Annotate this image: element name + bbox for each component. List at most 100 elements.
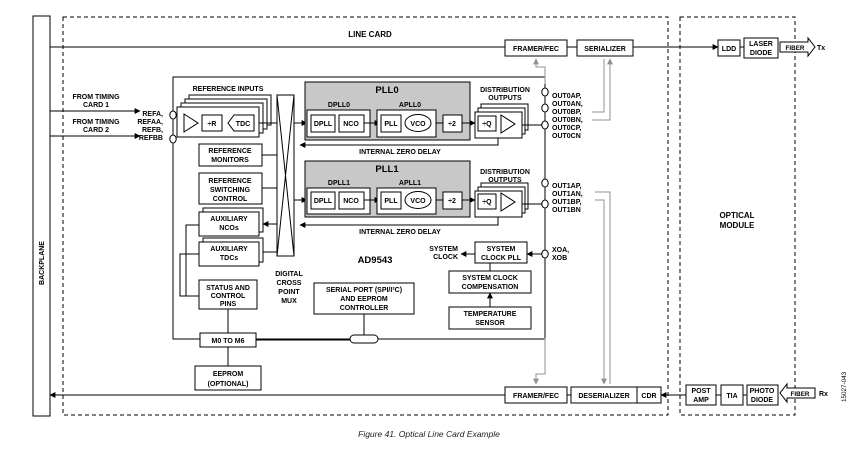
auxiliary-ncos-label-2: NCOs — [219, 225, 239, 232]
xob-label: XOB — [552, 255, 567, 262]
dpll1-dpll-label: DPLL — [314, 198, 333, 205]
status-pins-label-2: CONTROL — [211, 293, 246, 300]
apll1-pll-label: PLL — [384, 198, 398, 205]
timing-card-1-line2: CARD 1 — [83, 102, 109, 109]
post-amp-label-2: AMP — [693, 397, 709, 404]
laser-diode-label-2: DIODE — [750, 50, 773, 57]
auxiliary-tdcs-label-1: AUXILIARY — [210, 246, 248, 253]
out1ap-label: OUT1AP, — [552, 183, 581, 190]
serial-port-label-2: AND EEPROM — [340, 296, 388, 303]
framer-fec-tx-box — [504, 39, 568, 57]
dist0-label-2: OUTPUTS — [488, 95, 522, 102]
zero-delay-1-line — [299, 217, 499, 228]
ref-divider-box — [201, 114, 223, 132]
sysclk-comp-label-1: SYSTEM CLOCK — [462, 275, 518, 282]
rx-label: Rx — [819, 391, 828, 398]
backplane-label: BACKPLANE — [39, 241, 46, 285]
fiber-tx-label: FIBER — [786, 45, 805, 52]
chip-name: AD9543 — [358, 255, 393, 266]
tx-label: Tx — [817, 45, 825, 52]
pin-marker — [169, 110, 177, 120]
dist1-label-1: DISTRIBUTION — [480, 169, 530, 176]
deserializer-label: DESERIALIZER — [578, 393, 629, 400]
system-clock-label-1: SYSTEM — [429, 246, 458, 253]
pin-marker — [541, 120, 549, 130]
ldd-box — [717, 39, 741, 57]
nco1-label: NCO — [343, 198, 359, 205]
divq0-label: ÷Q — [482, 121, 492, 128]
out0cn-label: OUT0CN — [552, 133, 581, 140]
divq1-label: ÷Q — [482, 199, 492, 206]
serializer-label: SERIALIZER — [584, 46, 626, 53]
tdc-box — [227, 114, 255, 132]
serial-port-pin — [349, 334, 379, 344]
clock-to-framer-tx-line — [533, 58, 546, 84]
out0cp-label: OUT0CP, — [552, 125, 581, 132]
m-pins-label: M0 TO M6 — [212, 338, 245, 345]
eeprom-label-1: EEPROM — [213, 371, 244, 378]
ref-pin-refbb: REFBB — [139, 135, 163, 142]
ref-buffer-triangle — [183, 113, 199, 133]
backplane-bar — [32, 15, 51, 417]
out1bp-label: OUT1BP, — [552, 199, 581, 206]
apll1-pll-box — [380, 191, 402, 210]
divq1-box — [477, 193, 497, 210]
zero-delay-0-line — [299, 138, 499, 148]
system-clock-pll-label-1: SYSTEM — [487, 246, 516, 253]
eeprom-label-2: (OPTIONAL) — [208, 381, 249, 388]
crosspoint-label-3: POINT — [278, 289, 300, 296]
xoa-label: XOA, — [552, 247, 569, 254]
vco0-label: VCO — [410, 121, 426, 128]
optical-module-frame — [679, 16, 796, 416]
optical-module-label-1: OPTICAL — [719, 211, 754, 220]
clock-to-deserializer-line — [595, 199, 607, 385]
dpll0-dpll-label: DPLL — [314, 121, 333, 128]
pin-marker — [541, 199, 549, 209]
post-amp-label-1: POST — [691, 388, 711, 395]
vco1-ellipse — [404, 191, 432, 209]
line-card-frame — [62, 16, 669, 416]
dpll0-label: DPLL0 — [328, 102, 350, 109]
clock-to-serializer-line — [592, 58, 613, 121]
figure-code: 15027-043 — [841, 371, 848, 402]
tdc-label: TDC — [236, 121, 250, 128]
system-clock-label-2: CLOCK — [433, 254, 458, 261]
auxiliary-tdcs-box — [198, 241, 260, 267]
temp-sensor-label-1: TEMPERATURE — [464, 311, 517, 318]
apll1-label: APLL1 — [399, 180, 421, 187]
out0an-label: OUT0AN, — [552, 101, 583, 108]
out0bp-label: OUT0BP, — [552, 109, 581, 116]
out0bn-label: OUT0BN, — [552, 117, 583, 124]
ref-pin-refb: REFB, — [142, 127, 163, 134]
auxiliary-tdcs-label-2: TDCs — [220, 255, 238, 262]
zero-delay-0-label: INTERNAL ZERO DELAY — [359, 149, 441, 156]
status-pins-label-1: STATUS AND — [206, 285, 250, 292]
pll1-title: PLL1 — [375, 164, 399, 175]
serial-port-box — [313, 282, 415, 315]
timing-card-2-line2: CARD 2 — [83, 127, 109, 134]
reference-switching-label-2: SWITCHING — [210, 187, 251, 194]
sysclk-comp-label-2: COMPENSATION — [462, 284, 519, 291]
photo-diode-label-2: DIODE — [751, 397, 774, 404]
pin-marker — [541, 87, 549, 97]
ref-pin-refaa: REFAA, — [137, 119, 163, 126]
ref-divider-label: ÷R — [208, 121, 217, 128]
timing-card-1-line1: FROM TIMING — [72, 94, 120, 101]
status-control-pins-box — [198, 279, 258, 310]
clock-to-framer-rx-line — [533, 338, 546, 385]
serializer-box — [576, 39, 634, 57]
div2-0-label: ÷2 — [448, 121, 456, 128]
framer-fec-rx-label: FRAMER/FEC — [513, 393, 559, 400]
status-pins-label-3: PINS — [220, 301, 237, 308]
auxiliary-ncos-label-1: AUXILIARY — [210, 216, 248, 223]
zero-delay-1-label: INTERNAL ZERO DELAY — [359, 229, 441, 236]
dist0-label-1: DISTRIBUTION — [480, 87, 530, 94]
out1bn-label: OUT1BN — [552, 207, 581, 214]
line-card-label: LINE CARD — [348, 30, 392, 39]
crosspoint-label-1: DIGITAL — [275, 271, 303, 278]
vco0-ellipse — [404, 114, 432, 132]
apll0-label: APLL0 — [399, 102, 421, 109]
pin-marker — [169, 134, 177, 144]
framer-fec-tx-label: FRAMER/FEC — [513, 46, 559, 53]
